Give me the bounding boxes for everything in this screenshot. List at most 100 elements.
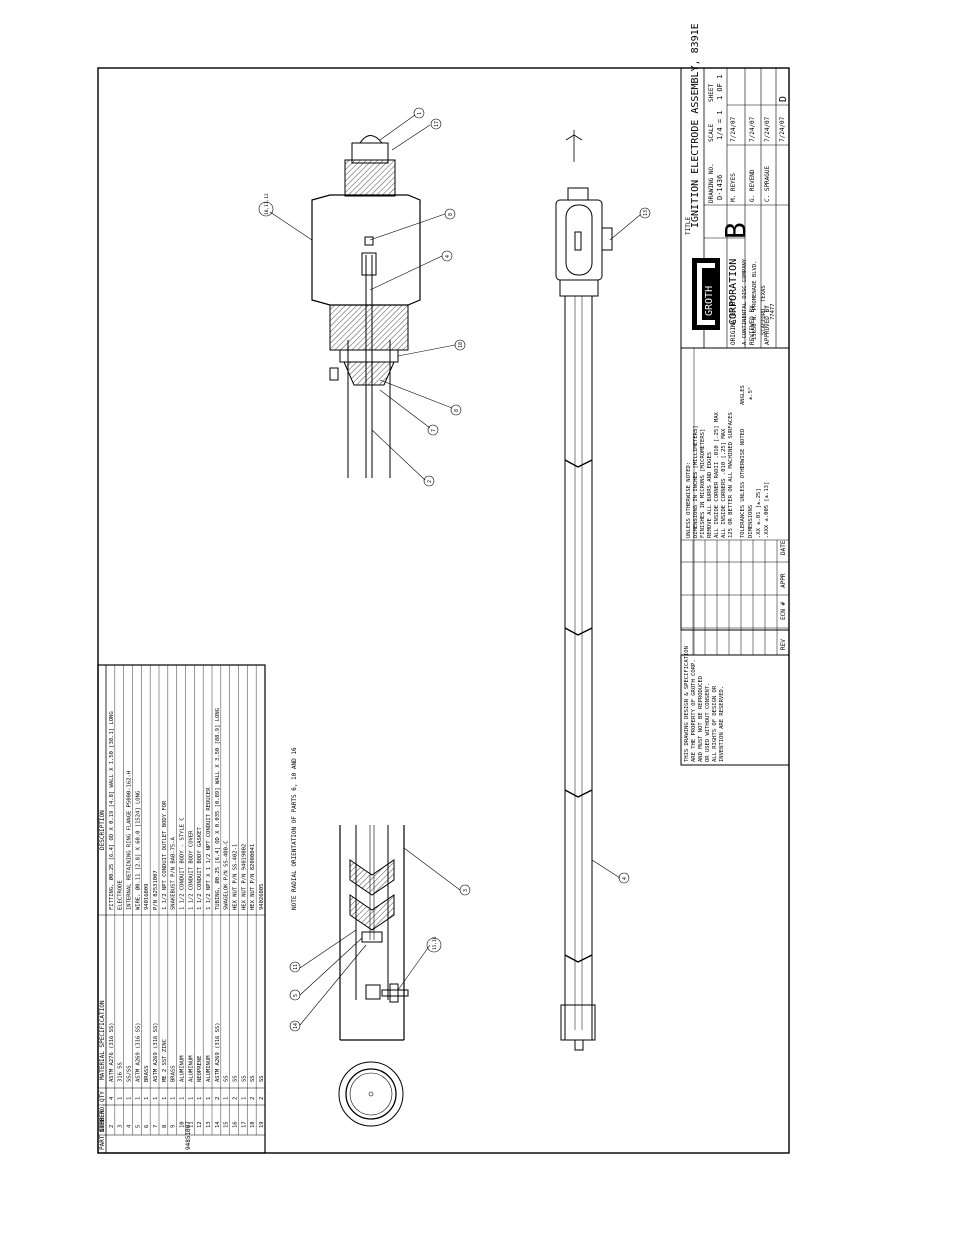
bom-material: SS [233, 1075, 239, 1082]
top-dome [359, 135, 383, 144]
logo-text: GROTH [704, 286, 715, 316]
bom-header-qty: QTY [99, 1091, 106, 1102]
proprietary-block: THIS DRAWING DESIGN & SPECIFICATION ARE … [680, 646, 790, 766]
rev-header-date: DATE [780, 540, 787, 555]
spacer-4 [564, 954, 593, 963]
balloon-17: 17 [434, 121, 440, 127]
notes-heading: UNLESS OTHERWISE NOTED: [686, 462, 692, 538]
company-address: 13650 N. PROMENADE BLVD. [752, 261, 758, 340]
note-radial-orientation: NOTE RADIAL ORIENTATION OF PARTS 6, 10 A… [291, 747, 298, 910]
balloon-4b: 4 [622, 877, 628, 880]
bom-description: P/N 82531007 [153, 870, 159, 910]
approved-date: 7/24/07 [764, 116, 771, 142]
detail-cone-2 [349, 894, 395, 931]
bom-material: BRASS [171, 1065, 177, 1082]
bom-qty: 1 [180, 1097, 186, 1100]
conduit-cover-side [565, 204, 593, 276]
balloons-side: 13 4 [618, 207, 651, 884]
bom-item-no: 15 [224, 1121, 230, 1128]
revision-letter: D [778, 96, 789, 102]
proprietary-line-3: AND MUST NOT BE REPRODUCED [698, 676, 704, 762]
bom-qty: 2 [250, 1097, 256, 1100]
top-cap [351, 142, 389, 164]
bom-material: 316 SS [118, 1062, 124, 1082]
side-end-shell [560, 1004, 596, 1041]
bom-description: 1 1/2 NPT CONDUIT OUTLET BODY FOR [162, 800, 168, 910]
balloons-top: 1 17 10,11,12 8 4 18 8 7 2 [258, 107, 466, 487]
bom-description: 1 1/2 CONDUIT BODY GASKET [197, 827, 203, 910]
balloons-detail: 11 5 14 15,16 3 [289, 884, 471, 1032]
bom-material: ALUMINUM [180, 1055, 186, 1082]
side-view-assembly [555, 130, 641, 1051]
size-letter: B [719, 222, 752, 239]
scale-label: SCALE [708, 124, 715, 142]
bom-qty: 1 [197, 1097, 203, 1100]
notes-line-1: DIMENSIONS IN INCHES [MILLIMETERS] [693, 425, 699, 538]
notes-line-3: REMOVE ALL BURRS AND EDGES [707, 452, 713, 538]
balloon-18: 18 [458, 342, 464, 348]
side-reducer [559, 279, 599, 297]
bom-description: SNAKEBUST P/N BAB-75-A [171, 836, 177, 910]
spacer-3 [564, 789, 593, 798]
tolerance-heading: TOLERANCES UNLESS OTHERWISE NOTED [740, 429, 746, 538]
bom-item-no: 7 [153, 1125, 159, 1128]
side-top-fitting [567, 187, 589, 201]
bom-item-no: 4 [127, 1124, 133, 1128]
end-view [338, 1061, 404, 1127]
notes-line-4: ALL INSIDE CORNER RADII .010 [.25] MAX [714, 411, 720, 538]
proprietary-line-4: OR USED WITHOUT CONSENT. [705, 683, 711, 762]
detail-cone-1 [349, 859, 395, 896]
bom-qty: 2 [233, 1097, 239, 1100]
balloon-5: 5 [293, 994, 299, 997]
bom-item-no: 9 [171, 1125, 177, 1128]
bom-item-no: 17 [241, 1121, 247, 1128]
proprietary-line-1: THIS DRAWING DESIGN & SPECIFICATION [684, 646, 690, 762]
groth-logo: GROTH [692, 258, 720, 330]
top-fitting [344, 159, 396, 197]
bom-material: BRASS [144, 1065, 150, 1082]
drawing-no: D-1436 [716, 175, 724, 200]
bom-material: ALUMINUM [188, 1055, 194, 1082]
notes-line-5: ALL INSIDE CORNERS .010 [.25] MAX [721, 428, 727, 538]
drawing-title: IGNITION ELECTRODE ASSEMBLY, 8391E [690, 23, 701, 228]
bom-description: HEX NUT P/N SS-402-1 [233, 844, 239, 910]
bom-material: SS [241, 1075, 247, 1082]
detail-hex [365, 984, 381, 1000]
drawing-no-label: DRAWING NO. [708, 163, 715, 203]
bom-item-no: 11 [188, 1121, 194, 1128]
bom-qty: 1 [144, 1097, 150, 1100]
bom-qty: 1 [171, 1097, 177, 1100]
company-name: CORPORATION [728, 259, 739, 325]
bom-description: 94026005 [259, 884, 265, 911]
reducer-nut [339, 349, 399, 363]
bom-item-no: 14 [215, 1121, 221, 1128]
balloon-10-11-12: 10,11,12 [264, 193, 270, 215]
side-end-tip [574, 1039, 584, 1051]
reviewed-date: 7/24/07 [749, 116, 756, 142]
conduit-body-side [555, 199, 603, 281]
bom-header-material: MATERIAL SPECIFICATION [99, 1000, 106, 1080]
rev-header-appr: APPR [780, 573, 787, 588]
bottom-reducer [329, 304, 409, 351]
balloon-2: 2 [427, 480, 433, 483]
detail-view [299, 825, 461, 1041]
bom-description: 1 1/2 NPT X 1 1/2 NPT CONDUIT REDUCER [206, 787, 212, 910]
bom-qty: 1 [224, 1097, 230, 1100]
bom-material: ASTM A276 (316 SS) [109, 1022, 115, 1082]
end-view-outer [338, 1061, 404, 1127]
notes-line-2: FINISHES IN MICRONS [MICROMETERS] [700, 429, 706, 538]
side-plug [601, 227, 613, 251]
bom-description: TUBING, Ø0.25 [6.4] OD X 0.035 [0.89] WA… [214, 708, 221, 910]
tolerance-line-2: .XX ±.01 [±.25] [756, 488, 762, 538]
bom-description: 1 1/2 CONDUIT BODY - STYLE C [180, 817, 186, 910]
bom-item-no: 12 [197, 1121, 203, 1128]
proprietary-line-2: ARE THE PROPERTY OF GROTH CORP. [691, 659, 697, 762]
notes-line-6: 125 OR BETTER ON ALL MACHINED SURFACES [728, 412, 734, 538]
electrode-tip [364, 236, 374, 246]
set-screw [329, 367, 339, 381]
bom-item-no: 18 [250, 1121, 256, 1128]
balloon-8a: 8 [448, 213, 454, 216]
